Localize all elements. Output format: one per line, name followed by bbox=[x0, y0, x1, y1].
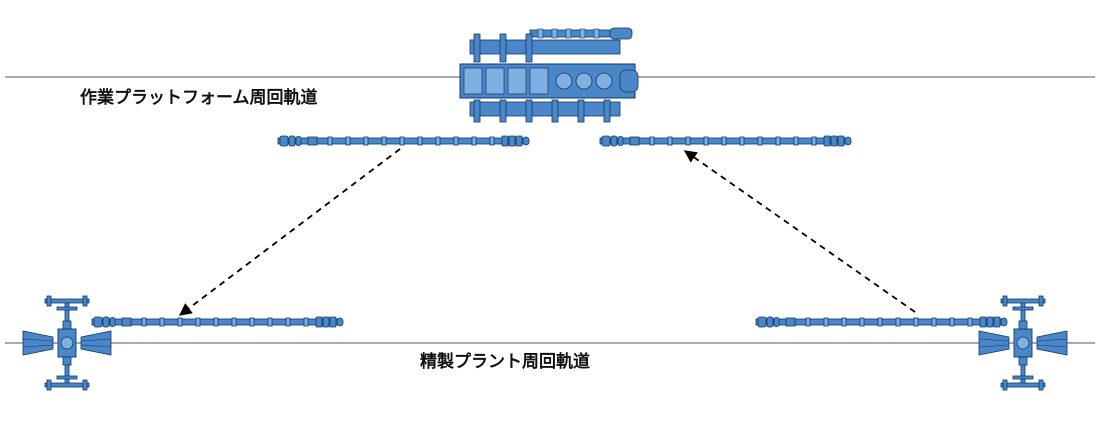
ascent-arrow bbox=[683, 150, 916, 313]
upper-orbit-label: 作業プラットフォーム周回軌道 bbox=[80, 88, 318, 108]
work-platform-icon bbox=[459, 27, 639, 123]
transport-ship-icon bbox=[91, 316, 344, 328]
transport-ship-icon bbox=[599, 135, 852, 147]
refinery-plant-icon bbox=[978, 295, 1068, 391]
transport-ship-icon bbox=[755, 316, 1008, 328]
descent-arrow bbox=[178, 148, 401, 316]
transport-ship-icon bbox=[277, 135, 530, 147]
lower-orbit-label: 精製プラント周回軌道 bbox=[420, 352, 590, 372]
refinery-plant-icon bbox=[22, 295, 112, 391]
